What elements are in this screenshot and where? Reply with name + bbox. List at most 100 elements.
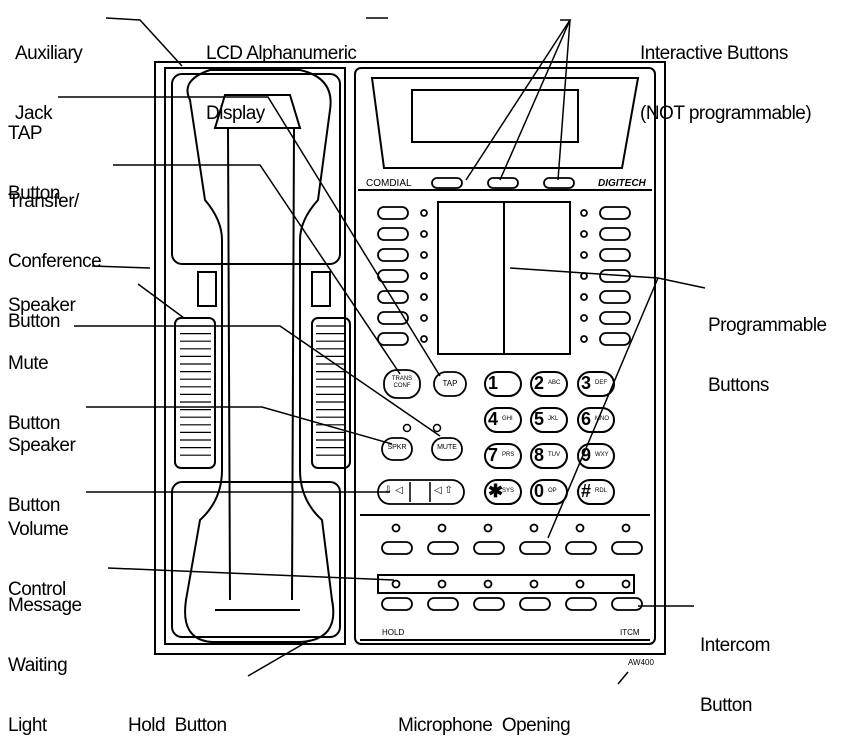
label-message-waiting: Message Waiting Light (8, 556, 82, 756)
label-tap-button: TAP Button (8, 84, 60, 224)
prog-button[interactable] (519, 597, 551, 611)
label-line: Display (206, 103, 265, 124)
status-light (580, 209, 588, 217)
prog-button[interactable] (599, 290, 631, 304)
prog-button[interactable] (599, 248, 631, 262)
hold-button[interactable] (381, 597, 413, 611)
status-light (437, 523, 447, 533)
label-line: Buttons (708, 375, 769, 396)
keypad-key[interactable] (484, 443, 522, 469)
keypad-key[interactable] (484, 479, 522, 505)
volume-down-icon: ⇩ ◁ (384, 485, 403, 496)
softkey-3[interactable] (543, 177, 575, 189)
status-light (391, 523, 401, 533)
keypad-key[interactable] (484, 407, 522, 433)
label-line: Button (8, 183, 60, 204)
label-line: Mute (8, 353, 49, 374)
keypad-digit: 9 (581, 445, 592, 465)
status-light (420, 272, 428, 280)
phone-diagram (58, 17, 706, 685)
prog-button[interactable] (377, 227, 409, 241)
status-light (420, 209, 428, 217)
keypad-key[interactable] (530, 407, 568, 433)
prog-button[interactable] (519, 541, 551, 555)
label-line: Light (8, 715, 47, 736)
prog-button[interactable] (473, 541, 505, 555)
keypad-letters: OP (548, 488, 557, 494)
status-light (483, 523, 493, 533)
speaker-grille-left (174, 317, 216, 469)
status-light (580, 314, 588, 322)
label-programmable-buttons: Programmable Buttons (708, 276, 827, 416)
status-light (580, 251, 588, 259)
label-line: Volume (8, 519, 69, 540)
keypad-key[interactable] (530, 443, 568, 469)
keypad-key[interactable] (577, 443, 615, 469)
status-light (420, 251, 428, 259)
keypad-key[interactable] (530, 371, 568, 397)
keypad-digit: 1 (488, 373, 499, 393)
label-auxiliary-jack: Auxiliary Jack (15, 4, 83, 144)
keypad-key[interactable] (577, 371, 615, 397)
label-lcd-display: LCD Alphanumeric Display (206, 4, 357, 144)
keypad-key[interactable] (484, 371, 522, 397)
label-volume-control: Volume Control (8, 480, 69, 620)
tap-button[interactable] (433, 371, 467, 397)
trans-label: TRANS (391, 376, 413, 382)
label-hold-button: Hold Button (128, 676, 227, 756)
prog-button[interactable] (599, 227, 631, 241)
prog-button[interactable] (377, 206, 409, 220)
prog-button[interactable] (565, 597, 597, 611)
status-light (420, 230, 428, 238)
keypad-digit: 2 (534, 373, 545, 393)
label-line: Waiting (8, 655, 68, 676)
prog-button[interactable] (381, 541, 413, 555)
status-light (529, 523, 539, 533)
label-intercom-button: Intercom Button (700, 596, 770, 736)
keypad-key[interactable] (577, 479, 615, 505)
prog-button[interactable] (427, 541, 459, 555)
status-light (437, 579, 447, 589)
softkey-1[interactable] (431, 177, 463, 189)
prog-button[interactable] (565, 541, 597, 555)
itcm-strip-label: ITCM (620, 628, 640, 637)
prog-button[interactable] (427, 597, 459, 611)
status-light (420, 335, 428, 343)
label-line: Message (8, 595, 82, 616)
prog-button[interactable] (377, 332, 409, 346)
status-light (580, 335, 588, 343)
label-line: Intercom (700, 635, 770, 656)
speaker-grille-right (311, 317, 351, 469)
keypad-letters: JKL (548, 416, 559, 422)
prog-button[interactable] (599, 206, 631, 220)
keypad-letters: TUV (548, 452, 560, 458)
lcd-display (411, 89, 579, 143)
prog-button[interactable] (473, 597, 505, 611)
status-light (420, 293, 428, 301)
keypad-key[interactable] (577, 407, 615, 433)
message-waiting-light (391, 579, 401, 589)
label-transfer-conference: Transfer/ Conference Button (8, 152, 102, 352)
keypad-letters: WXY (595, 452, 609, 458)
prog-button[interactable] (377, 311, 409, 325)
keypad-digit: 7 (488, 445, 499, 465)
prog-button[interactable] (599, 332, 631, 346)
keypad-digit: 8 (534, 445, 545, 465)
prog-button[interactable] (377, 248, 409, 262)
prog-button[interactable] (377, 290, 409, 304)
prog-button[interactable] (611, 541, 643, 555)
label-line: Interactive Buttons (640, 43, 788, 64)
label-line: Button (700, 695, 752, 716)
prog-button[interactable] (599, 311, 631, 325)
intercom-button[interactable] (611, 597, 643, 611)
mute-button[interactable] (431, 437, 463, 461)
softkey-2[interactable] (487, 177, 519, 189)
prog-button[interactable] (377, 269, 409, 283)
keypad-digit: 0 (534, 481, 545, 501)
label-microphone-opening: Microphone Opening (398, 676, 571, 756)
label-line: Control (8, 579, 66, 600)
figure-code: AW400 (628, 658, 654, 667)
label-speaker-button: Speaker Button (8, 396, 76, 536)
trans-conf-button[interactable] (383, 369, 421, 399)
label-line: Speaker (8, 435, 76, 456)
